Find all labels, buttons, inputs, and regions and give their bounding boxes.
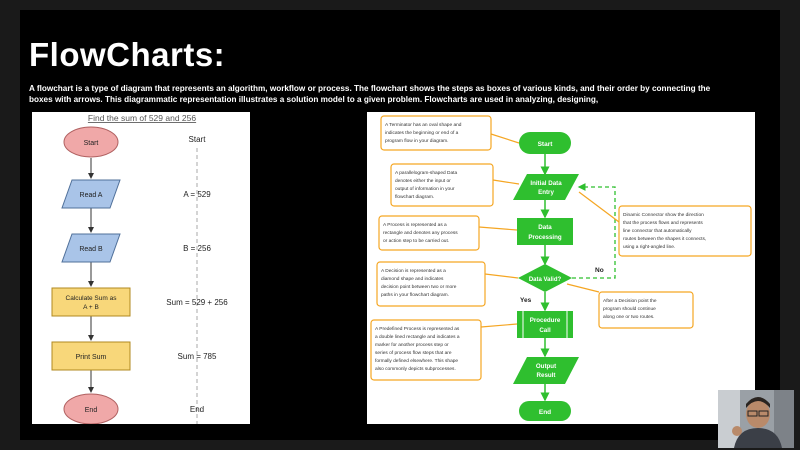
output-parallelogram	[513, 357, 579, 384]
predefined-process-note: A Predefined Process is represented as a…	[370, 319, 482, 381]
yes-label: Yes	[520, 297, 532, 304]
decision-label: Data Valid?	[529, 277, 562, 283]
after-decision-note: After a Decision point the program shoul…	[598, 291, 694, 329]
terminator-note: A Terminator has an oval shape and indic…	[380, 115, 492, 151]
data-label-line1: Initial Data	[530, 180, 562, 187]
sum-flowchart-heading: Find the sum of 529 and 256	[88, 113, 196, 123]
connector-note-text: Dinamic Connector show the direction tha…	[623, 212, 708, 250]
calculate-sum-label-line2: A + B	[83, 304, 99, 311]
data-parallelogram	[513, 174, 579, 200]
process-note-text: A Process is represented as a rectangle …	[383, 222, 459, 244]
start-label: Start	[84, 140, 99, 147]
trace-start: Start	[189, 135, 207, 144]
process-label-line1: Data	[538, 224, 552, 231]
output-label-line2: Result	[537, 372, 556, 379]
sum-flowchart: Find the sum of 529 and 256 Start Read A…	[51, 113, 228, 424]
predefined-process-note-text: A Predefined Process is represented as a…	[375, 326, 461, 372]
slide-description: A flowchart is a type of diagram that re…	[29, 84, 711, 104]
sum-flowchart-panel: Find the sum of 529 and 256 Start Read A…	[32, 112, 250, 424]
trace-sum-expr: Sum = 529 + 256	[166, 298, 228, 307]
process-label-line2: Processing	[528, 234, 562, 241]
connector-note: Dinamic Connector show the direction tha…	[618, 205, 752, 257]
end-terminator-label: End	[539, 409, 551, 416]
process-note: A Process is represented as a rectangle …	[378, 215, 480, 251]
start-terminator-label: Start	[538, 141, 554, 148]
read-a-label: Read A	[80, 192, 103, 199]
no-loop-connector	[572, 183, 616, 279]
process-box	[517, 218, 573, 245]
annotation-connectors	[478, 133, 620, 328]
slide-title: FlowCharts:	[29, 36, 226, 73]
end-label: End	[85, 407, 98, 414]
trace-end: End	[190, 405, 204, 414]
no-label: No	[595, 267, 604, 274]
read-b-parallelogram	[61, 233, 121, 263]
read-b-label: Read B	[79, 246, 103, 253]
print-sum-label: Print Sum	[76, 354, 107, 361]
data-label-line2: Entry	[538, 189, 554, 196]
calculate-sum-label-line1: Calculate Sum as	[66, 295, 118, 302]
data-note-text: A parallelogram-shaped Data denotes eith…	[395, 170, 458, 200]
decision-diamond	[518, 264, 572, 292]
terminator-note-text: A Terminator has an oval shape and indic…	[385, 122, 463, 144]
decision-note: A Decision is represented as a diamond s…	[376, 261, 486, 307]
trace-b: B = 256	[183, 244, 211, 253]
print-sum-box	[51, 341, 131, 371]
end-oval	[63, 393, 119, 424]
start-oval	[63, 126, 119, 158]
start-terminator	[519, 132, 571, 154]
presenter-webcam	[718, 390, 794, 448]
output-label-line1: Output	[536, 363, 556, 370]
predefined-label-line2: Call	[539, 327, 551, 334]
calculate-sum-box	[51, 287, 131, 317]
trace-sum-result: Sum = 785	[178, 352, 217, 361]
decision-note-text: A Decision is represented as a diamond s…	[381, 268, 458, 298]
end-terminator	[519, 401, 571, 421]
read-a-parallelogram	[61, 179, 121, 209]
after-decision-note-text: After a Decision point the program shoul…	[603, 298, 658, 320]
data-note: A parallelogram-shaped Data denotes eith…	[390, 163, 494, 207]
trace-a: A = 529	[183, 190, 211, 199]
annotated-flowchart-panel: No Yes Start Initial Data Entry Data Pro…	[367, 112, 755, 424]
presenter-video-feed	[718, 390, 794, 448]
predefined-process-box	[517, 311, 573, 338]
predefined-label-line1: Procedure	[530, 317, 561, 324]
annotated-flowchart: No Yes Start Initial Data Entry Data Pro…	[370, 115, 752, 421]
